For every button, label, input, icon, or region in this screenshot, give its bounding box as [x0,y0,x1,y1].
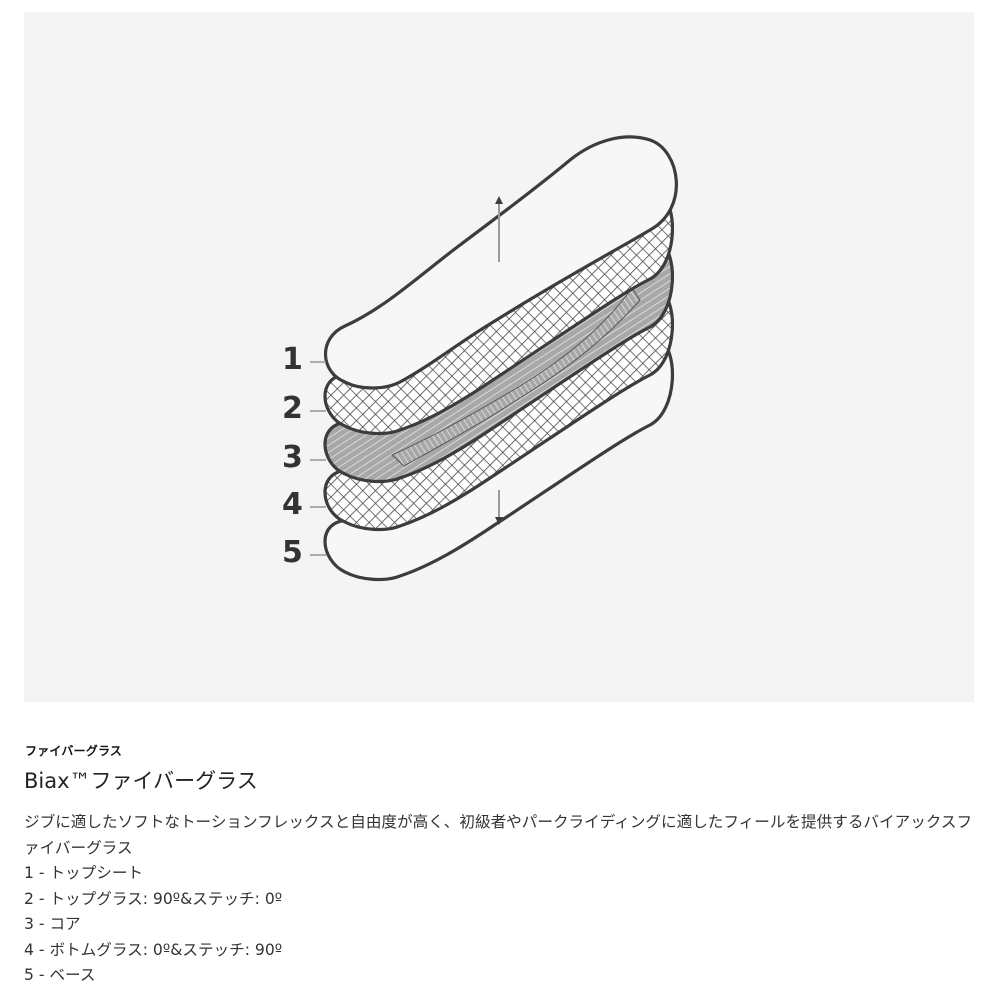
layer-label-2: 2 [282,391,303,426]
down-arrow-icon [495,490,503,525]
category-label: ファイバーグラス [25,744,123,758]
layer-spec-list: 1 - トップシート 2 - トップグラス: 90º&ステッチ: 0º 3 - … [24,861,984,989]
core-insert [391,287,641,467]
spec-item: 4 - ボトムグラス: 0º&ステッチ: 90º [24,940,283,959]
layer-1-topsheet [323,135,678,390]
layer-label-5: 5 [282,535,303,570]
layer-label-1: 1 [282,342,303,377]
leader-lines [310,361,326,556]
layer-diagram-panel: 1 2 3 4 5 [24,12,974,702]
spec-item: 2 - トップグラス: 90º&ステッチ: 0º [24,889,283,908]
description-text: ジブに適したソフトなトーションフレックスと自由度が高く、初級者やパークライディン… [24,813,973,857]
spec-item: 1 - トップシート [24,864,144,882]
up-arrow-icon [495,196,503,262]
snowboard-layers-illustration [310,135,678,582]
spec-item: 5 - ベース [24,966,96,984]
spec-item: 3 - コア [24,915,81,933]
layer-label-3: 3 [282,440,303,475]
feature-description: ジブに適したソフトなトーションフレックスと自由度が高く、初級者やパークライディン… [24,810,984,989]
feature-title: Biax™ファイバーグラス [24,769,258,793]
layer-label-4: 4 [282,487,303,522]
